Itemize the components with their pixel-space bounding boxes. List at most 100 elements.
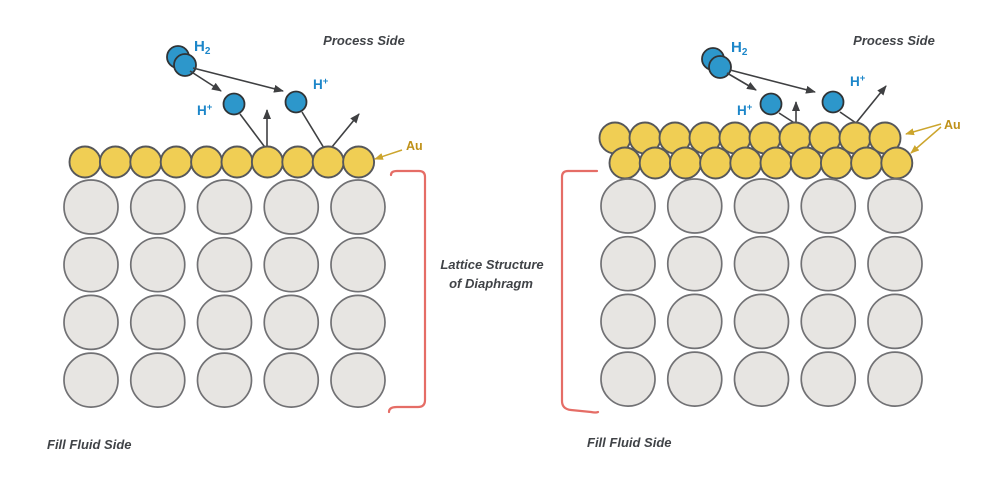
gold-atom [850, 146, 884, 180]
lattice-atom [733, 351, 790, 407]
fill-fluid-label-left: Fill Fluid Side [47, 437, 132, 452]
gold-atom [608, 146, 642, 180]
hplus-ion [284, 90, 308, 114]
lattice-atom [867, 178, 923, 234]
lattice-atom [330, 352, 386, 408]
lattice-caption-line2: of Diaphragm [449, 276, 533, 291]
lattice-atom [330, 236, 386, 293]
gold-atom [98, 145, 132, 179]
lattice-atom [129, 236, 186, 293]
rebound-arrow [855, 85, 887, 124]
gold-atom [819, 146, 853, 180]
gold-atom [789, 146, 823, 180]
process-side-label-right: Process Side [853, 33, 935, 48]
lattice-atom [867, 293, 923, 350]
lattice-atom [666, 293, 723, 350]
lattice-atom [666, 351, 723, 407]
lattice-atom [733, 178, 790, 234]
lattice-atom [63, 236, 119, 293]
lattice-atom [800, 178, 857, 234]
gold-atom [250, 145, 284, 179]
lattice-atom [129, 294, 186, 351]
right-gold-atoms [598, 121, 914, 180]
process-side-label-left: Process Side [323, 33, 405, 48]
lattice-atom [733, 235, 790, 292]
lattice-atom [600, 293, 656, 350]
gold-atom [699, 146, 733, 180]
gold-atom [759, 146, 793, 180]
lattice-atom [263, 236, 320, 293]
lattice-caption: Lattice Structure of Diaphragm [440, 257, 543, 291]
lattice-atom [263, 352, 320, 408]
gold-atom [880, 146, 914, 180]
lattice-atom [196, 294, 253, 351]
dissociation-arrow [192, 67, 284, 93]
hplus-ion [222, 92, 246, 116]
impact-line [301, 111, 328, 154]
h2-label-left: H2 [194, 38, 211, 57]
lattice-atom [196, 179, 253, 235]
gold-atom [281, 145, 315, 179]
h2-label-right: H2 [731, 39, 748, 58]
impact-line [239, 113, 268, 151]
gold-atom [342, 145, 376, 179]
h2-molecule-right [701, 47, 732, 79]
lattice-atom [196, 236, 253, 293]
au-pointer-arrow [905, 123, 942, 136]
lattice-atom [733, 293, 790, 350]
gold-atom [68, 145, 102, 179]
lattice-atom [867, 235, 923, 292]
gold-atom [311, 145, 345, 179]
lattice-atom [330, 179, 386, 235]
hplus-label-left-2: H+ [313, 76, 329, 92]
lattice-atom [129, 352, 186, 408]
lattice-atom [600, 178, 656, 234]
left-panel: Process Side H2 H+ H+ Au Fill Fluid Side [47, 33, 427, 452]
au-pointer-arrow [374, 149, 403, 160]
lattice-atom [666, 178, 723, 234]
lattice-bracket-right [560, 169, 600, 414]
fill-fluid-label-right: Fill Fluid Side [587, 435, 672, 450]
hplus-label-left-1: H+ [197, 102, 213, 118]
lattice-atom [800, 235, 857, 292]
lattice-atom [263, 179, 320, 235]
dissociation-arrow [726, 72, 757, 91]
dissociation-arrow [729, 69, 816, 94]
gold-atom [729, 146, 763, 180]
hplus-ion [821, 90, 845, 114]
lattice-atom [129, 179, 186, 235]
lattice-atom [263, 294, 320, 351]
hplus-label-right-1: H+ [737, 102, 753, 118]
gold-atom [220, 145, 254, 179]
gold-atom [129, 145, 163, 179]
lattice-atom [600, 235, 656, 292]
lattice-bracket-left [387, 169, 427, 414]
impact-line [839, 111, 857, 124]
gold-atom [638, 146, 672, 180]
right-panel: Process Side H2 H+ H+ Au Fill Fluid Side [560, 33, 961, 450]
au-label-left: Au [406, 139, 423, 153]
lattice-atom [196, 352, 253, 408]
dissociation-arrow [189, 70, 222, 92]
left-lattice-atoms [63, 179, 386, 408]
gold-atom [668, 146, 702, 180]
hplus-ion [759, 92, 783, 116]
right-lattice-atoms [600, 178, 923, 407]
hydrogen-atom [708, 55, 732, 79]
lattice-atom [330, 294, 386, 351]
gold-atom [190, 145, 224, 179]
lattice-atom [867, 351, 923, 407]
au-label-right: Au [944, 118, 961, 132]
left-gold-atoms [68, 145, 376, 179]
hplus-label-right-2: H+ [850, 73, 866, 89]
lattice-atom [666, 235, 723, 292]
lattice-caption-line1: Lattice Structure [440, 257, 543, 272]
lattice-atom [800, 351, 857, 407]
gold-atom [159, 145, 193, 179]
au-pointer-arrow [910, 126, 942, 154]
lattice-atom [600, 351, 656, 407]
lattice-atom [63, 294, 119, 351]
lattice-atom [63, 352, 119, 408]
